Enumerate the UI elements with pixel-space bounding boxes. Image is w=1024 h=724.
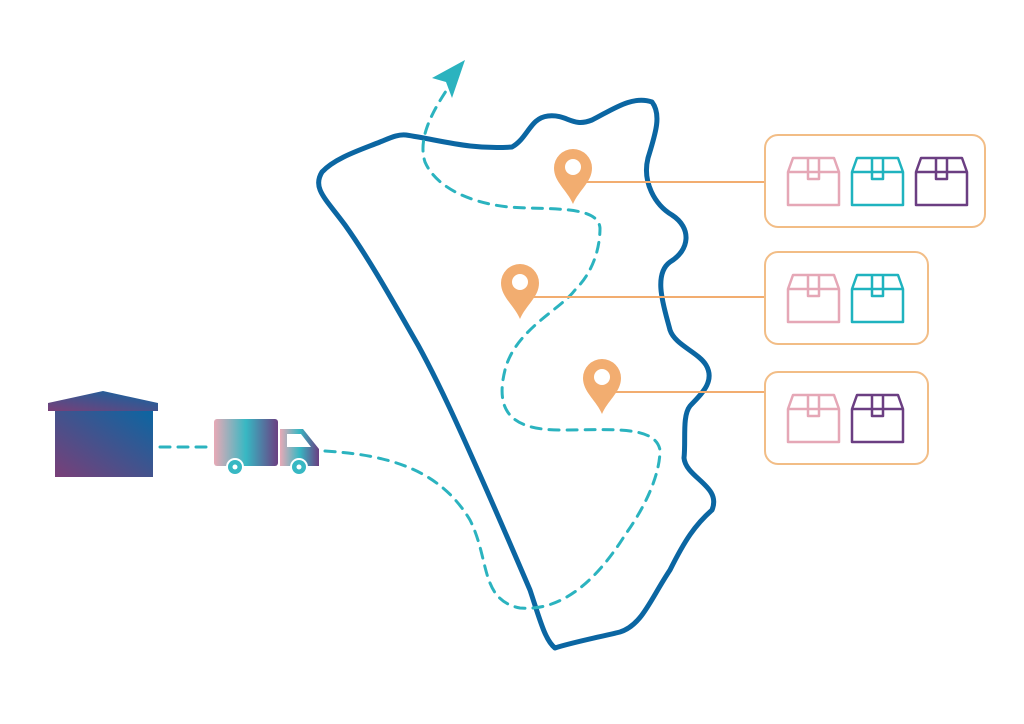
delivery-stop	[501, 251, 929, 345]
delivery-stop	[554, 134, 986, 228]
package-box-icon	[786, 156, 841, 207]
package-box-icon	[786, 273, 841, 324]
warehouse-icon	[48, 391, 158, 477]
delivery-route	[158, 86, 662, 610]
region-outline	[316, 97, 717, 651]
delivery-stop	[583, 359, 929, 465]
package-box-icon	[850, 393, 905, 444]
package-box-icon	[914, 156, 969, 207]
package-box-icon	[850, 273, 905, 324]
delivery-truck-icon	[214, 419, 319, 476]
package-box-icon	[786, 393, 841, 444]
package-box-icon	[850, 156, 905, 207]
map-pin-icon	[583, 359, 621, 414]
map-pin-icon	[501, 264, 539, 319]
direction-arrow-icon	[432, 60, 465, 98]
package-panel	[764, 134, 986, 228]
map-pin-icon	[554, 149, 592, 204]
